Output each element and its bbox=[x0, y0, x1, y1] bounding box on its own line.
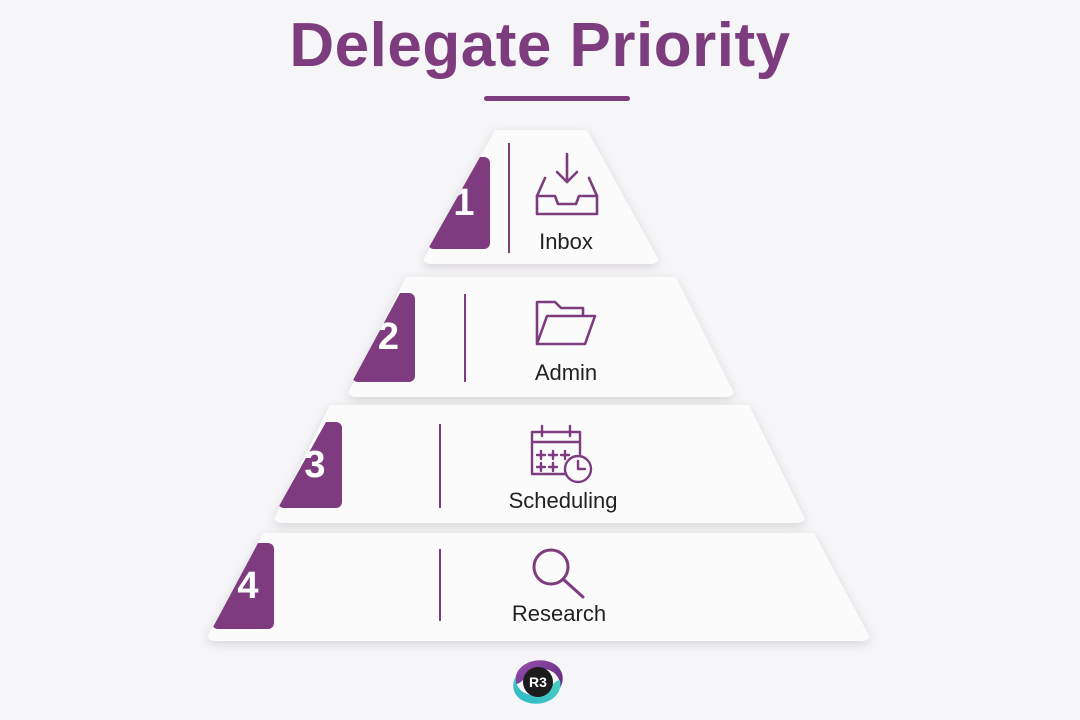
tier-2-label: Admin bbox=[534, 360, 598, 385]
title-underline bbox=[484, 96, 630, 101]
tier-1-label: Inbox bbox=[539, 229, 593, 254]
tier-3-divider bbox=[439, 424, 441, 508]
tier-4-divider bbox=[439, 549, 441, 621]
search-icon bbox=[532, 548, 585, 599]
r3-logo-text: R3 bbox=[529, 674, 547, 690]
tier-4-label: Research bbox=[511, 601, 607, 626]
folder-icon bbox=[535, 300, 597, 346]
calendar-clock-icon bbox=[530, 424, 593, 484]
tier-1-divider bbox=[508, 143, 510, 253]
tier-3 bbox=[272, 405, 807, 523]
tier-4 bbox=[205, 533, 872, 641]
page-title: Delegate Priority bbox=[289, 11, 791, 80]
r3-logo: R3 bbox=[513, 660, 563, 704]
inbox-icon bbox=[535, 152, 599, 216]
tier-2-divider bbox=[464, 294, 466, 382]
tier-3-label: Scheduling bbox=[508, 488, 618, 513]
